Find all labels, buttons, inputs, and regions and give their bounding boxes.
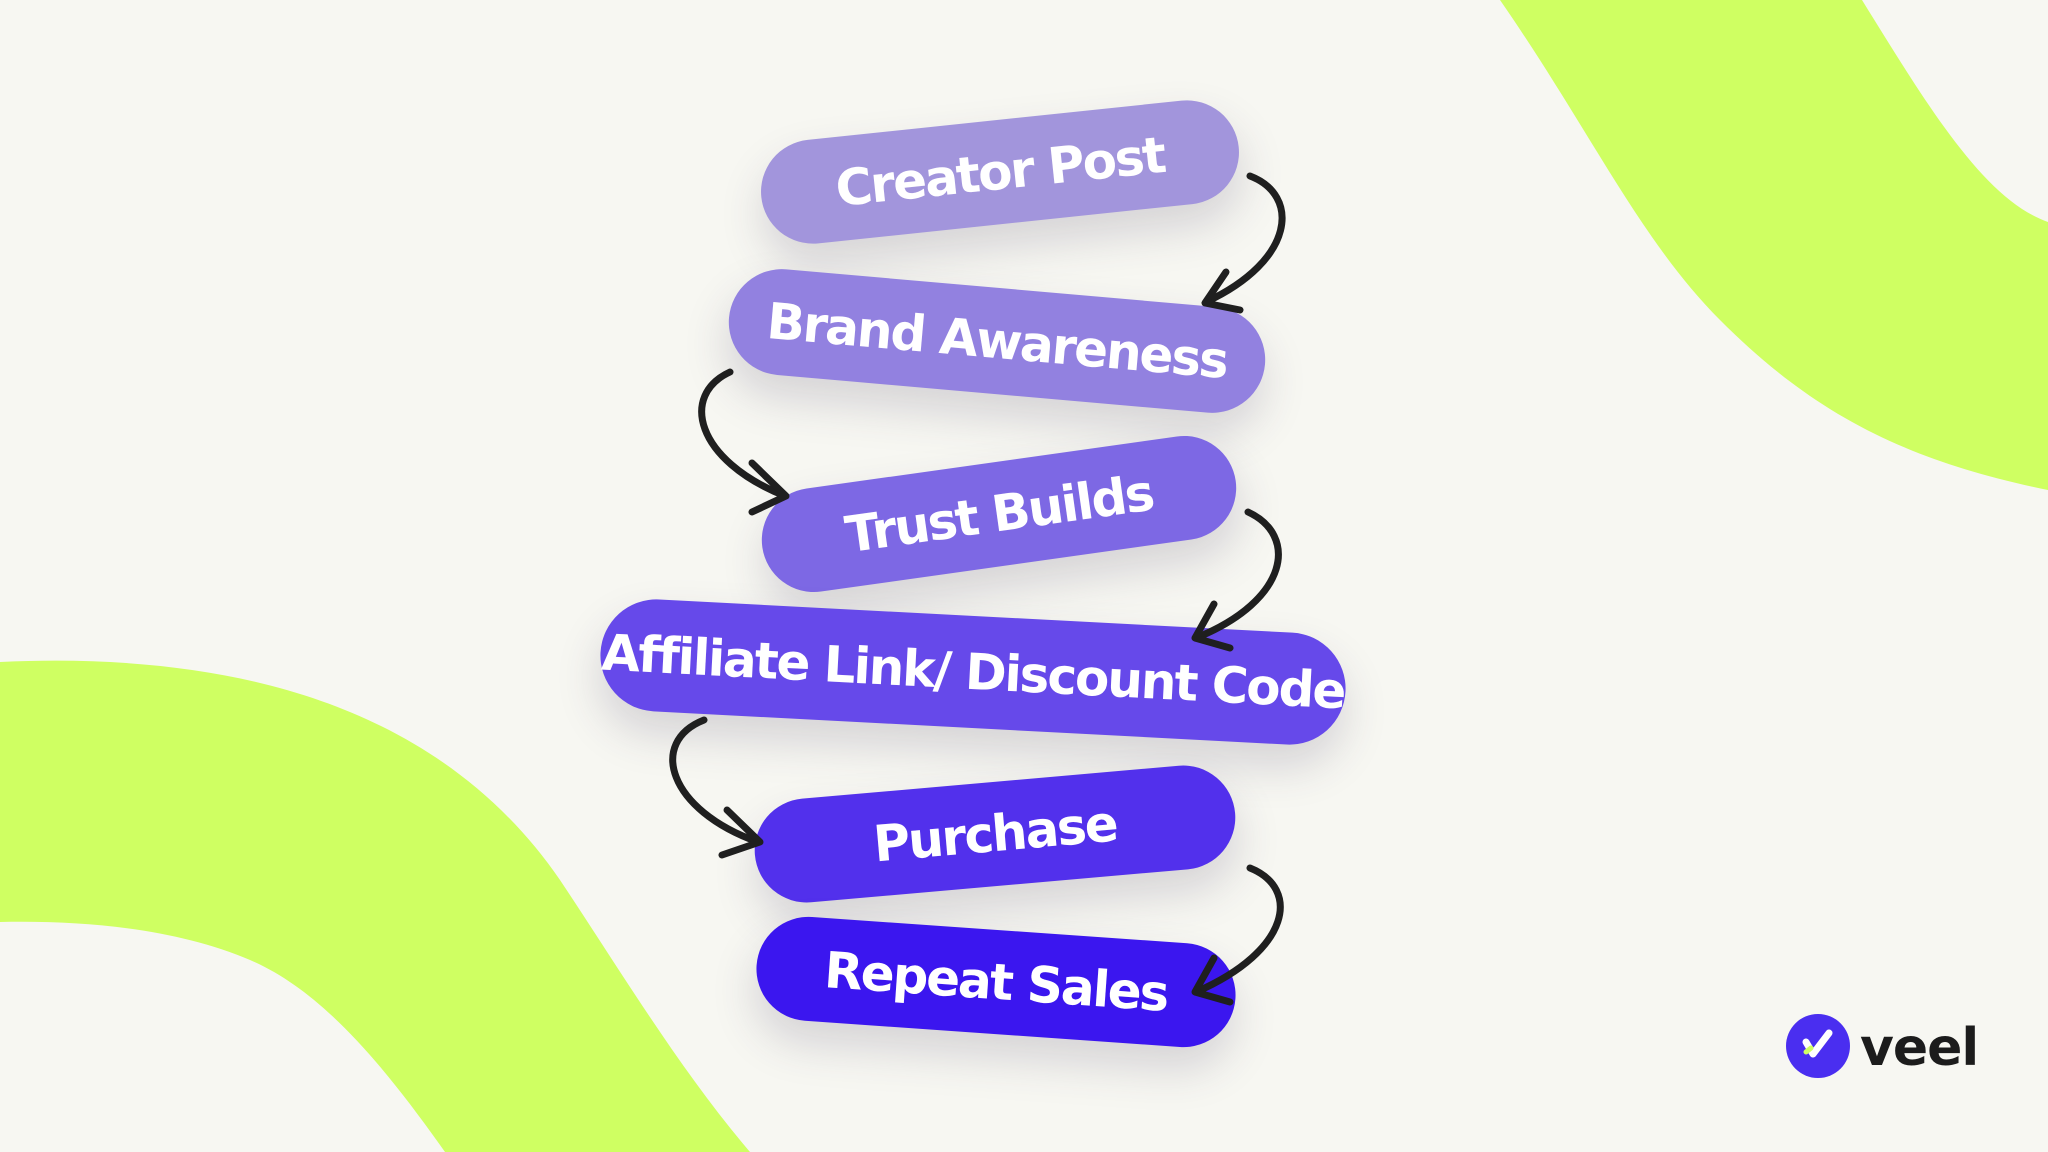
connector-arrow-3 <box>1191 508 1282 652</box>
connector-arrow-5 <box>1191 864 1284 1006</box>
veel-logo: veel <box>1786 1014 1979 1082</box>
bottom-left-wave <box>0 660 750 1152</box>
top-right-wave <box>1500 0 2048 490</box>
veel-check-icon <box>1786 1014 1850 1082</box>
connector-arrow-1 <box>1201 172 1286 314</box>
connector-arrow-2 <box>698 368 790 516</box>
brand-name: veel <box>1860 1018 1979 1078</box>
connector-arrow-4 <box>669 716 764 859</box>
